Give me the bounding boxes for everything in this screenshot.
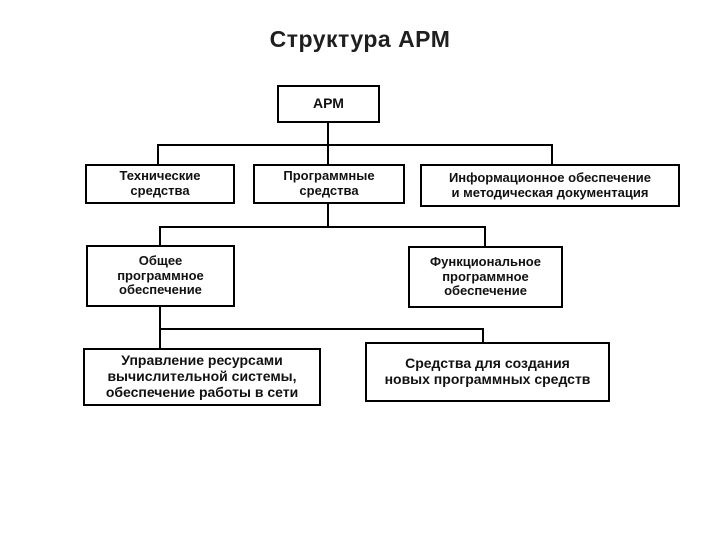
connector-drop-common <box>159 226 161 245</box>
connector-common-down <box>159 307 161 330</box>
connector-arm-down <box>327 123 329 145</box>
node-technical-means: Технические средства <box>85 164 235 204</box>
connector-drop-resource <box>159 328 161 348</box>
node-creation-tools: Средства для создания новых программных … <box>365 342 610 402</box>
connector-level4-horizontal <box>159 328 484 330</box>
connector-level2-horizontal <box>157 144 553 146</box>
connector-drop-create <box>482 328 484 342</box>
node-resource-management: Управление ресурсами вычислительной сист… <box>83 348 321 406</box>
node-information-support: Информационное обеспечение и методическа… <box>420 164 680 207</box>
node-arm: АРМ <box>277 85 380 123</box>
connector-prog-down <box>327 204 329 228</box>
node-functional-software: Функциональное программное обеспечение <box>408 246 563 308</box>
slide-title: Структура АРМ <box>269 26 451 52</box>
connector-drop-func <box>484 226 486 246</box>
connector-drop-tech <box>157 144 159 164</box>
node-software-means: Программные средства <box>253 164 405 204</box>
connector-drop-prog <box>327 144 329 164</box>
connector-drop-info <box>551 144 553 164</box>
connector-level3-horizontal <box>159 226 486 228</box>
node-common-software: Общее программное обеспечение <box>86 245 235 307</box>
